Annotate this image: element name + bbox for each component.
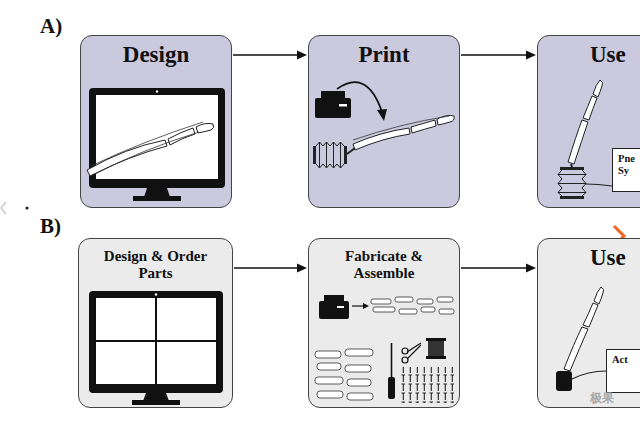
flow-arrow [461,51,536,60]
step-box: Design & Order Parts [78,238,233,408]
system-label: Pne Sy [613,149,640,177]
step-title: Use [538,36,640,68]
system-label: Act [607,350,636,366]
system-box: Pne Sy [612,148,640,192]
flow-arrow [234,264,307,273]
step-title: Design & Order Parts [97,239,215,283]
step-title: Use [538,239,640,271]
step-box: UsePne Sy [537,35,640,208]
flow-arrow [233,51,307,60]
step-box: Print [308,35,460,208]
step-box: UseAct [537,238,640,408]
step-box: Design [80,35,232,208]
step-title: Design [81,36,231,68]
panel-label: B) [40,214,61,239]
monitor-illustration [79,239,234,409]
panel-label: A) [40,14,62,39]
step-title: Fabricate & Assemble [325,239,443,283]
flow-arrow [461,264,536,273]
step-title: Print [309,36,459,68]
system-box: Act [606,349,640,393]
watermark: 极果 [590,390,614,407]
fabrication-illustration [309,239,461,409]
step-box: Fabricate & Assemble [308,238,460,408]
